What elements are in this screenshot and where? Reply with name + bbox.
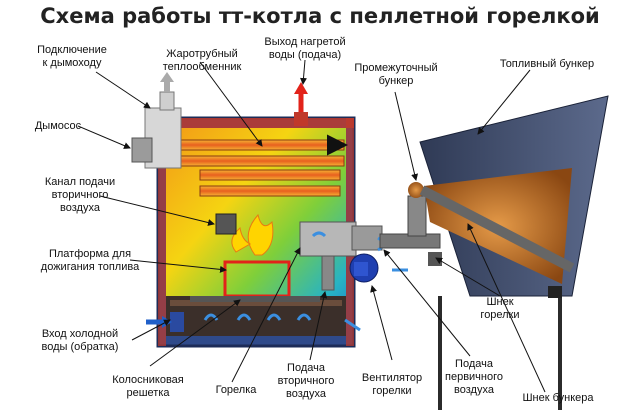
label-burner-fan: Вентилятор горелки bbox=[361, 372, 423, 397]
label-hot-water-out: Выход нагретой воды (подача) bbox=[264, 36, 346, 61]
label-grate: Колосниковая решетка bbox=[112, 374, 184, 399]
secondary-air-channel bbox=[215, 213, 237, 235]
diagram-title: Схема работы тт-котла с пеллетной горелк… bbox=[40, 4, 600, 28]
grate bbox=[190, 296, 320, 302]
label-cold-water-in: Вход холодной воды (обратка) bbox=[41, 328, 119, 353]
label-hopper-auger: Шнек бункера bbox=[522, 392, 594, 404]
leader-lines bbox=[77, 59, 546, 393]
label-burner-auger: Шнек горелки bbox=[480, 296, 520, 321]
exhauster bbox=[131, 91, 182, 169]
burner-fan-icon bbox=[349, 253, 379, 283]
label-secondary-air-supply: Подача вторичного воздуха bbox=[277, 362, 335, 400]
hot-water-pipe bbox=[294, 112, 308, 126]
cold-water-pipe bbox=[170, 312, 184, 332]
label-exhauster: Дымосос bbox=[34, 120, 82, 132]
label-secondary-air-channel: Канал подачи вторичного воздуха bbox=[44, 176, 116, 214]
pellet-burner bbox=[299, 221, 383, 291]
fuel-hopper bbox=[419, 95, 609, 410]
label-primary-air-supply: Подача первичного воздуха bbox=[445, 358, 503, 396]
hot-water-arrow-icon bbox=[294, 82, 308, 94]
label-burner: Горелка bbox=[215, 384, 257, 396]
label-heat-exchanger: Жаротрубный теплообменник bbox=[162, 48, 242, 73]
label-intermediate-hopper: Промежуточный бункер bbox=[354, 62, 438, 87]
burner-auger bbox=[379, 182, 442, 266]
label-chimney: Подключение к дымоходу bbox=[37, 44, 107, 69]
label-fuel-hopper: Топливный бункер bbox=[499, 58, 595, 70]
label-afterburn-platform: Платформа для дожигания топлива bbox=[40, 248, 140, 273]
